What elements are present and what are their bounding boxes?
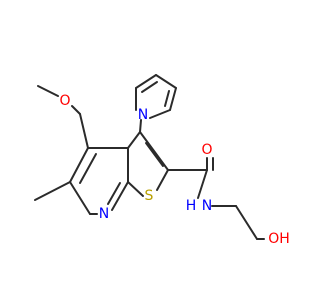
bond-pyrrole-c3-c4	[155, 74, 177, 89]
bond-pyrrole-c2-c3	[135, 74, 157, 89]
bond-n-c7a-double	[107, 182, 121, 205]
atom-labels: O N O N S N H OH	[59, 93, 289, 247]
bond-c4-c5	[69, 147, 89, 183]
bond-c5-c6	[69, 181, 91, 215]
bond-c6-methyl	[34, 181, 71, 201]
oxygen-methoxy-label: O	[59, 93, 70, 109]
bond-c3a-c3	[127, 131, 141, 149]
bond-ch2-ring	[79, 113, 89, 149]
bond-s-c7a	[127, 181, 144, 197]
bond-pyrrole-c4-c5-double	[164, 90, 170, 107]
bond-c3-c2-double	[145, 142, 164, 167]
structure-canvas: O N O N S N H OH	[34, 74, 290, 247]
sulfur-thiophene-label: S	[145, 188, 154, 204]
bond-carbonyl-n	[197, 169, 208, 199]
nitrogen-pyrrole-label: N	[138, 107, 148, 123]
hydroxyl-label: OH	[268, 231, 290, 247]
bond-n-c7a	[111, 181, 129, 211]
bond-c2-s	[156, 169, 169, 191]
bond-methyl-o	[37, 85, 59, 97]
bond-pyrrole-c5-n	[149, 109, 171, 119]
oxygen-carbonyl-label: O	[201, 142, 212, 158]
nitrogen-amide-label: N	[202, 198, 212, 214]
bonds	[34, 74, 265, 240]
bond-c3-n-pyrrole	[139, 119, 142, 133]
bond-pyrrole-c2-c3-double	[141, 81, 158, 93]
bond-o-ch2	[71, 105, 81, 115]
molecule-diagram: O N O N S N H OH	[34, 74, 290, 247]
bond-ch2-ch2	[235, 205, 258, 240]
hydrogen-amide-label: H	[186, 198, 197, 214]
nitrogen-pyridine-label: N	[99, 206, 109, 222]
bond-pyrrole-c4-c5	[169, 87, 177, 111]
bond-c4-c5-double	[79, 153, 97, 184]
bond-c3-c2	[139, 131, 169, 171]
